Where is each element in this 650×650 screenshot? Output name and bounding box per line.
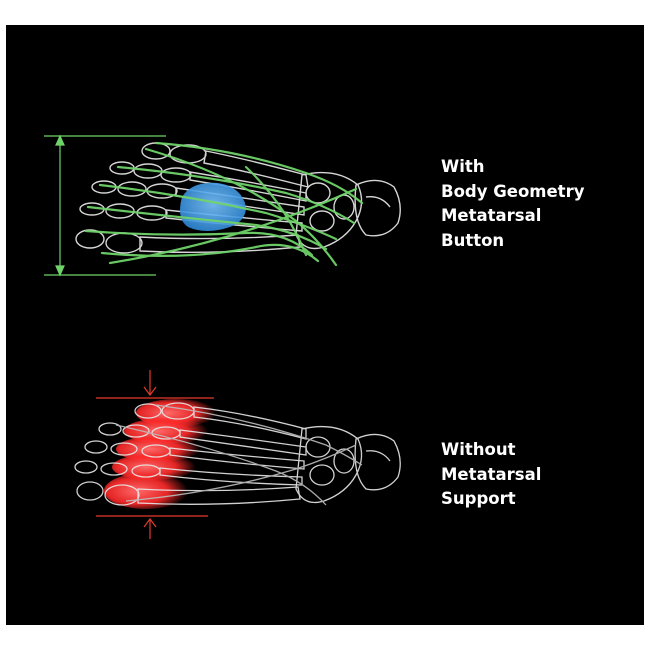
pressure-hotspots bbox=[104, 399, 216, 509]
diagram-background: With Body Geometry Metatarsal Button Wit… bbox=[6, 25, 644, 625]
caption-line: Metatarsal bbox=[441, 206, 542, 225]
caption-without-support: Without Metatarsal Support bbox=[441, 438, 541, 512]
foot-with-button-illustration bbox=[44, 134, 401, 277]
caption-line: With bbox=[441, 157, 485, 176]
caption-line: Metatarsal bbox=[441, 464, 542, 484]
caption-with-button: With Body Geometry Metatarsal Button bbox=[441, 155, 584, 253]
caption-line: Body Geometry bbox=[441, 181, 585, 201]
caption-line: Button bbox=[441, 230, 505, 250]
caption-line: Support bbox=[441, 489, 516, 508]
compression-indicator bbox=[96, 370, 214, 539]
caption-line: Without bbox=[441, 440, 516, 459]
tendons bbox=[84, 141, 364, 267]
width-measure-guide bbox=[44, 134, 166, 277]
foot-bones-unsupported bbox=[74, 402, 401, 506]
